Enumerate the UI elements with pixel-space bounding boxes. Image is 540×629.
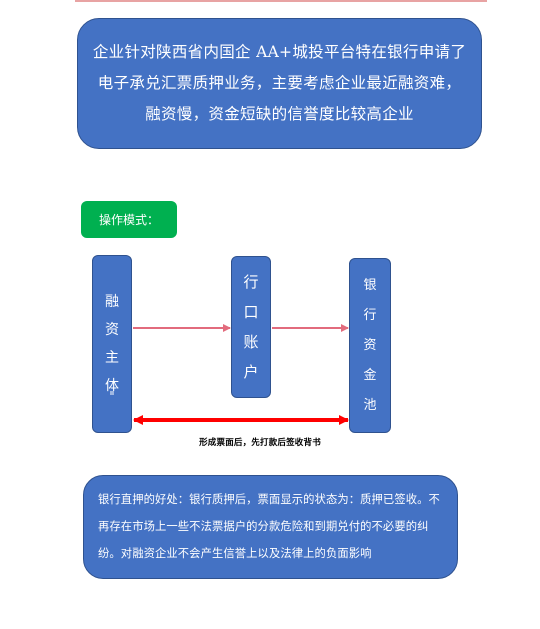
small-marker	[110, 391, 114, 395]
top-divider-line	[75, 0, 487, 2]
intro-text: 企业针对陕西省内国企 AA+城投平台特在银行申请了电子承兑汇票质押业务，主要考虑…	[92, 43, 467, 123]
financing-entity-label: 融 资 主 体	[105, 294, 119, 394]
bank-account-node: 行 口 账 户	[231, 256, 271, 398]
bank-account-label: 行 口 账 户	[243, 273, 259, 381]
financing-entity-node: 融 资 主 体	[92, 255, 132, 433]
operation-mode-label: 操作模式：	[81, 201, 177, 238]
process-caption: 形成票面后，先打款后签收背书	[199, 438, 321, 448]
bank-fund-pool-node: 银 行 资 金 池	[349, 258, 391, 433]
benefit-box: 银行直押的好处：银行质押后，票面显示的状态为：质押已签收。不再存在市场上一些不法…	[83, 475, 458, 579]
bank-fund-pool-label: 银 行 资 金 池	[363, 277, 377, 413]
benefit-text: 银行直押的好处：银行质押后，票面显示的状态为：质押已签收。不再存在市场上一些不法…	[98, 493, 440, 560]
intro-box: 企业针对陕西省内国企 AA+城投平台特在银行申请了电子承兑汇票质押业务，主要考虑…	[77, 18, 482, 149]
